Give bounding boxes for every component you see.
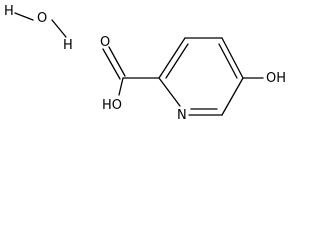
ring-bond-c4-c5 [221,37,244,79]
ring-bond-n-c2 [158,77,181,107]
acid-c-oh-bond [118,77,124,96]
carbonyl-oxygen: O [100,35,110,50]
water-oxygen: O [37,11,47,26]
hydroxyl-substituent: OH [242,71,286,86]
carbonyl-double-bond-a [102,48,121,80]
acid-hydroxyl-label: HO [102,98,122,113]
water-bond-h1-o [14,12,34,21]
ring-bond-c4-c5-inner [218,43,238,79]
carboxylic-acid-group: O HO [100,35,160,113]
ring-bond-c5-c6 [221,77,244,116]
pyridine-ring: N [158,37,244,121]
water-bond-o-h2 [51,19,67,38]
water-hydrogen-2: H [63,38,73,53]
carbonyl-double-bond-b [108,46,126,77]
ring-nitrogen: N [177,108,187,121]
water-hydrogen-1: H [4,4,14,19]
ring-bond-c2-c3 [158,37,186,79]
water-molecule: H O H [4,4,73,53]
chemical-structure: H O H O HO N OH [4,4,286,121]
ring-bond-c2-c3-inner [165,43,189,79]
hydroxyl-label: OH [266,71,286,86]
